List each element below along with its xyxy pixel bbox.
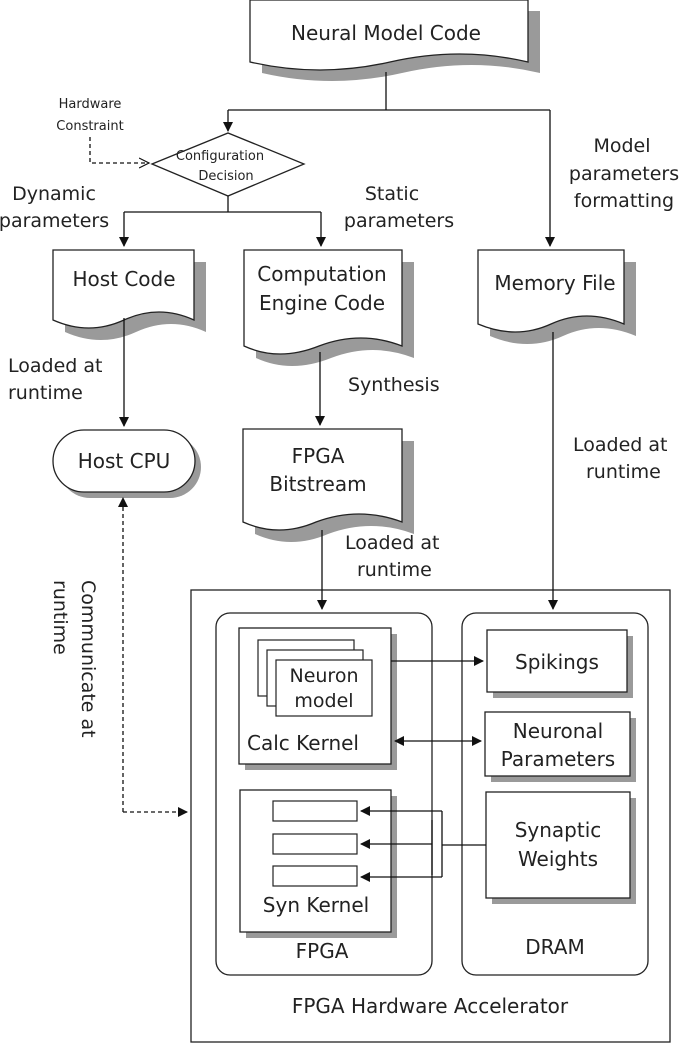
- syn-kernel-slot: [272, 833, 358, 855]
- svg-text:model: model: [294, 690, 353, 712]
- neural-model-code-label: Neural Model Code: [291, 21, 481, 45]
- svg-text:Model: Model: [593, 135, 650, 157]
- host-code-label: Host Code: [72, 267, 175, 291]
- edge-label-host-loaded-at-runtime: Loaded at runtime: [8, 355, 102, 404]
- svg-text:parameters: parameters: [344, 210, 454, 232]
- hardware-constraint-label: Hardware Constraint: [56, 97, 123, 134]
- svg-text:Loaded at: Loaded at: [8, 355, 102, 377]
- calc-kernel-node: Neuron model Calc Kernel: [238, 627, 397, 770]
- svg-text:Constraint: Constraint: [56, 119, 123, 134]
- host-cpu-label: Host CPU: [78, 449, 171, 473]
- svg-text:Synthesis: Synthesis: [348, 374, 440, 396]
- svg-text:Parameters: Parameters: [501, 747, 615, 771]
- neuronal-parameters-node: Neuronal Parameters: [484, 711, 636, 782]
- svg-text:runtime: runtime: [357, 559, 432, 581]
- fpga-hardware-accelerator-label: FPGA Hardware Accelerator: [292, 994, 569, 1018]
- svg-text:Computation: Computation: [257, 262, 386, 286]
- svg-text:runtime: runtime: [586, 461, 661, 483]
- neuron-model-box: [275, 659, 373, 717]
- svg-text:Engine Code: Engine Code: [259, 291, 385, 315]
- syn-kernel-slot: [272, 800, 358, 822]
- fpga-label: FPGA: [296, 939, 349, 963]
- dram-label: DRAM: [525, 935, 584, 959]
- edge-label-dynamic-parameters: Dynamic parameters: [0, 183, 109, 232]
- svg-text:Loaded at: Loaded at: [345, 532, 439, 554]
- svg-text:Synaptic: Synaptic: [515, 818, 602, 842]
- host-cpu-node: Host CPU: [52, 429, 201, 498]
- svg-text:runtime: runtime: [49, 580, 71, 655]
- svg-text:formatting: formatting: [574, 190, 674, 212]
- hardware-constraint-arrow: [89, 137, 149, 163]
- calc-kernel-label: Calc Kernel: [247, 731, 359, 755]
- svg-text:parameters: parameters: [569, 163, 679, 185]
- computation-engine-code-node: Computation Engine Code: [243, 249, 414, 366]
- svg-text:parameters: parameters: [0, 210, 109, 232]
- svg-text:FPGA: FPGA: [292, 444, 345, 468]
- svg-text:Weights: Weights: [518, 847, 598, 871]
- edge-label-static-parameters: Static parameters: [344, 183, 454, 232]
- connectors: [89, 72, 558, 882]
- synaptic-weights-node: Synaptic Weights: [485, 791, 636, 904]
- svg-text:Communicate at: Communicate at: [77, 580, 99, 738]
- edge-label-communicate-at-runtime: Communicate at runtime: [49, 580, 99, 738]
- svg-text:runtime: runtime: [8, 382, 83, 404]
- edge-label-synthesis: Synthesis: [348, 374, 440, 396]
- svg-text:Decision: Decision: [198, 169, 253, 184]
- spikings-label: Spikings: [515, 650, 599, 674]
- syn-kernel-label: Syn Kernel: [263, 893, 369, 917]
- syn-kernel-node: Syn Kernel: [239, 789, 397, 938]
- spikings-node: Spikings: [486, 629, 633, 698]
- svg-text:Static: Static: [365, 183, 419, 205]
- host-code-node: Host Code: [52, 249, 206, 340]
- edge-label-memory-loaded-at-runtime: Loaded at runtime: [573, 434, 667, 483]
- svg-text:Neuronal: Neuronal: [513, 719, 603, 743]
- svg-text:Configuration: Configuration: [176, 149, 264, 164]
- syn-kernel-slot: [272, 865, 358, 887]
- fpga-bitstream-node: FPGA Bitstream: [242, 428, 414, 542]
- memory-file-node: Memory File: [477, 249, 636, 344]
- svg-text:Loaded at: Loaded at: [573, 434, 667, 456]
- memory-file-label: Memory File: [494, 271, 615, 295]
- configuration-decision-node: Configuration Decision: [150, 132, 306, 197]
- edge-label-bitstream-loaded-at-runtime: Loaded at runtime: [345, 532, 439, 581]
- svg-text:Bitstream: Bitstream: [269, 472, 366, 496]
- svg-text:Hardware: Hardware: [59, 97, 122, 112]
- svg-text:Dynamic: Dynamic: [12, 183, 96, 205]
- svg-text:Neuron: Neuron: [289, 665, 358, 687]
- edge-label-model-parameters-formatting: Model parameters formatting: [569, 135, 679, 212]
- neural-model-code-node: Neural Model Code: [249, 0, 540, 81]
